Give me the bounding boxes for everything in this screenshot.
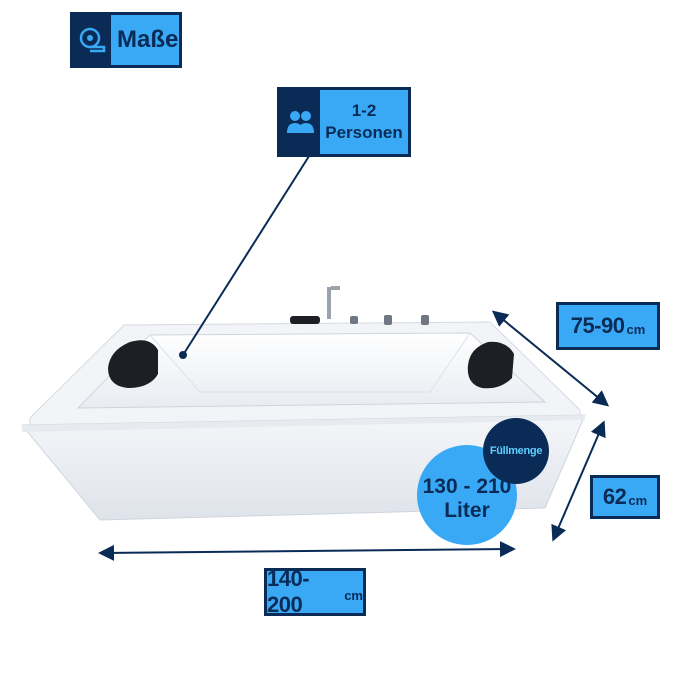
measuring-tape-icon [73,15,111,65]
depth-value: 75-90 [570,313,625,338]
persons-leader-line [182,152,312,356]
dimensions-title: Maße [117,26,179,53]
height-dimension-badge: 62 cm [590,475,660,519]
fill-volume-unit: Liter [444,499,490,522]
fill-volume-tag: Füllmenge [483,418,549,484]
depth-arrow [491,310,610,407]
people-icon [280,90,320,154]
length-unit: cm [344,587,363,603]
persons-label: Personen [325,123,403,142]
fill-volume-badge: 130 - 210 Liter [417,445,517,545]
dimensions-header-badge: Maße [70,12,182,68]
depth-dimension-badge: 75-90 cm [556,302,660,350]
height-arrow [551,420,606,542]
height-unit: cm [628,492,648,508]
headrest-left [108,340,158,388]
length-value: 140-200 [267,566,310,617]
height-value: 62 [602,484,627,509]
persons-count: 1-2 [351,101,377,120]
depth-unit: cm [626,321,646,337]
length-dimension-badge: 140-200 cm [264,566,366,617]
length-arrow [98,541,516,561]
fill-volume-value: 130 - 210 [422,475,512,498]
persons-badge: 1-2 Personen [277,87,411,157]
